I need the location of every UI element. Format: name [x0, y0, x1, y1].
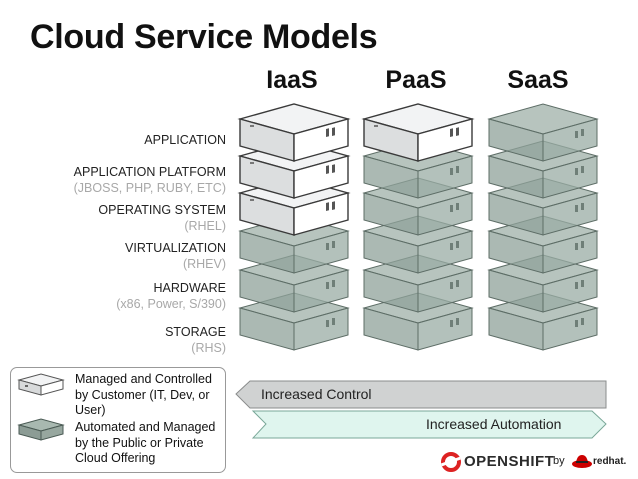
column-header-saas: SaaS — [507, 66, 569, 94]
increased-control-arrow — [235, 380, 607, 409]
layer-label-storage: STORAGE — [165, 325, 226, 339]
server-iaas-application — [237, 103, 351, 162]
server-paas-application — [361, 103, 475, 162]
server-saas-application — [487, 103, 599, 162]
layer-sub-storage: (RHS) — [191, 341, 226, 355]
column-header-iaas: IaaS — [266, 66, 318, 94]
legend-icons — [17, 373, 65, 441]
footer-by: by — [553, 455, 565, 467]
layer-sub-operating-system: (RHEL) — [184, 219, 226, 233]
legend-provider-server-icon — [17, 418, 65, 441]
redhat-logo-icon — [572, 455, 592, 468]
increased-automation-label: Increased Automation — [426, 416, 562, 432]
openshift-logo-icon — [440, 452, 461, 472]
layer-label-hardware: HARDWARE — [153, 281, 226, 295]
layer-sub-hardware: (x86, Power, S/390) — [116, 297, 226, 311]
layer-label-virtualization: VIRTUALIZATION — [125, 241, 226, 255]
redhat-wordmark: redhat. — [593, 456, 627, 467]
legend-customer-server-icon — [17, 373, 65, 396]
layer-label-application: APPLICATION — [144, 133, 226, 147]
legend-box: Managed and Controlled by Customer (IT, … — [10, 367, 226, 473]
layer-sub-application-platform: (JBOSS, PHP, RUBY, ETC) — [73, 181, 226, 195]
increased-automation-arrow — [251, 410, 607, 439]
slide-title: Cloud Service Models — [30, 18, 378, 56]
legend-customer-text: Managed and Controlled by Customer (IT, … — [75, 372, 212, 417]
column-header-paas: PaaS — [385, 66, 447, 94]
layer-label-operating-system: OPERATING SYSTEM — [98, 203, 226, 217]
increased-control-label: Increased Control — [261, 386, 372, 402]
layer-label-application-platform: APPLICATION PLATFORM — [73, 165, 226, 179]
openshift-brand: OPENSHIFT — [464, 453, 555, 470]
legend-provider-text: Automated and Managed by the Public or P… — [75, 420, 216, 465]
layer-sub-virtualization: (RHEV) — [182, 257, 226, 271]
